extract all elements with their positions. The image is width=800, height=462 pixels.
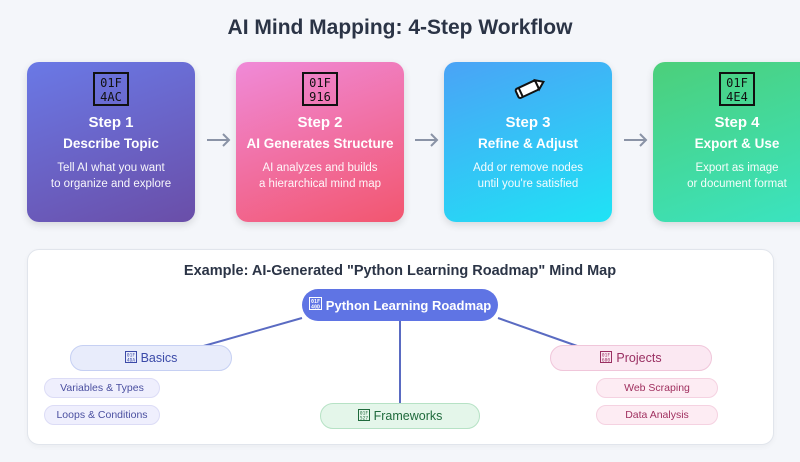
robot-icon: 01F 916	[302, 72, 338, 106]
svg-text:01F: 01F	[602, 352, 610, 358]
step-card-3: Step 3 Refine & Adjust Add or remove nod…	[444, 62, 612, 222]
memo-icon: 01F 4AC	[93, 72, 129, 106]
svg-text:01F: 01F	[726, 76, 748, 90]
svg-text:680: 680	[602, 357, 610, 363]
svg-text:01F: 01F	[309, 76, 331, 90]
svg-text:40D: 40D	[311, 305, 320, 311]
arrow-right-icon	[415, 133, 439, 147]
pencil-icon	[514, 78, 545, 99]
step-number: Step 2	[297, 114, 343, 131]
connector-projects	[497, 317, 581, 348]
example-title: Example: AI-Generated "Python Learning R…	[183, 263, 617, 279]
arrow-right-icon	[207, 133, 231, 147]
svg-text:916: 916	[309, 90, 331, 104]
svg-text:01F: 01F	[100, 76, 122, 90]
svg-text:4DA: 4DA	[127, 357, 135, 363]
svg-text:01F: 01F	[360, 410, 368, 416]
leaf-node: Loops & Conditions	[44, 405, 160, 425]
step-name: Refine & Adjust	[477, 136, 578, 151]
step-number: Step 4	[714, 114, 760, 131]
step-card-4: 01F 4E4 Step 4 Export & Use Export as im…	[653, 62, 800, 222]
step-number: Step 1	[88, 114, 134, 131]
connector-basics	[199, 317, 303, 348]
svg-text:4E4: 4E4	[726, 90, 748, 104]
outbox-icon: 01F 4E4	[719, 72, 755, 106]
arrow-right-icon	[624, 133, 648, 147]
step-name: AI Generates Structure	[246, 136, 394, 151]
leaf-node: Data Analysis	[596, 405, 718, 425]
step-name: Export & Use	[694, 136, 780, 151]
svg-text:4AC: 4AC	[100, 90, 122, 104]
svg-text:01F: 01F	[127, 352, 135, 358]
step-card-2: 01F 916 Step 2 AI Generates Structure AI…	[236, 62, 404, 222]
step-number: Step 3	[505, 114, 551, 131]
leaf-node: Variables & Types	[44, 378, 160, 398]
step-name: Describe Topic	[63, 136, 159, 151]
page-title: AI Mind Mapping: 4-Step Workflow	[227, 16, 573, 39]
leaf-node: Web Scraping	[596, 378, 718, 398]
step-card-1: 01F 4AC Step 1 Describe Topic Tell AI wh…	[27, 62, 195, 222]
svg-text:527: 527	[360, 415, 368, 421]
svg-text:01F: 01F	[311, 299, 320, 305]
root-label: Python Learning Roadmap	[325, 297, 492, 313]
